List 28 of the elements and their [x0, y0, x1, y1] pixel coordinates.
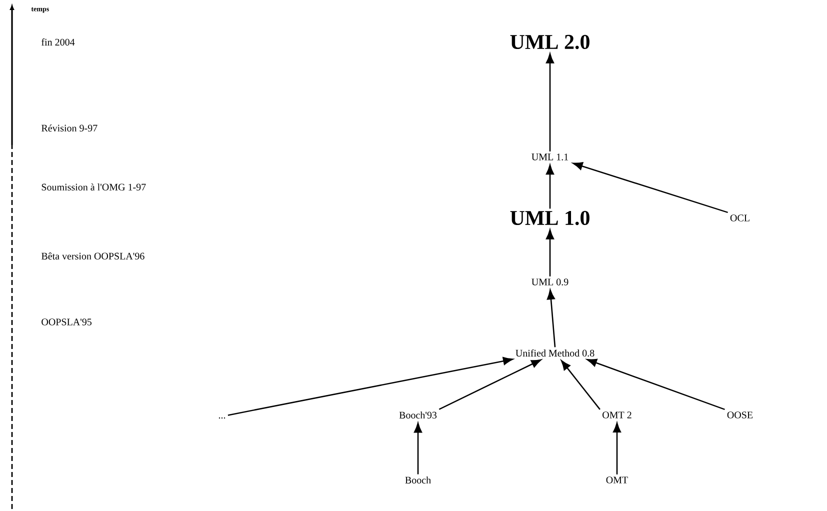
date-label: Révision 9-97: [42, 124, 98, 132]
version-label: Booch'93: [399, 411, 437, 418]
arrow: [572, 162, 728, 214]
version-label: ...: [218, 417, 226, 419]
arrow: [228, 357, 514, 416]
date-label: fin 2004: [42, 38, 75, 46]
arrow: [546, 53, 554, 152]
arrow: [546, 290, 556, 348]
version-label: OCL: [730, 214, 750, 222]
version-label: OMT: [606, 476, 628, 484]
version-label: UML 1.0: [510, 210, 590, 226]
arrow: [561, 360, 600, 410]
version-label: UML 0.9: [532, 278, 568, 286]
arrow: [546, 164, 554, 209]
version-label: OMT 2: [602, 412, 632, 418]
date-label: OOPSLA'95: [42, 318, 92, 326]
arrow: [414, 422, 422, 474]
version-label: UML 1.1: [532, 154, 568, 160]
date-label: Soumission à l'OMG 1-97: [42, 183, 146, 191]
version-label: OOSE: [727, 412, 753, 418]
version-label: UML 2.0: [510, 34, 590, 50]
version-label: Booch: [405, 476, 431, 484]
arrow: [546, 229, 554, 276]
date-label: Bêta version OOPSLA'96: [42, 252, 144, 260]
arrow: [586, 358, 725, 410]
version-label: Unified Method 0.8: [516, 349, 594, 357]
arrow: [612, 422, 622, 474]
arrow: [438, 359, 542, 410]
